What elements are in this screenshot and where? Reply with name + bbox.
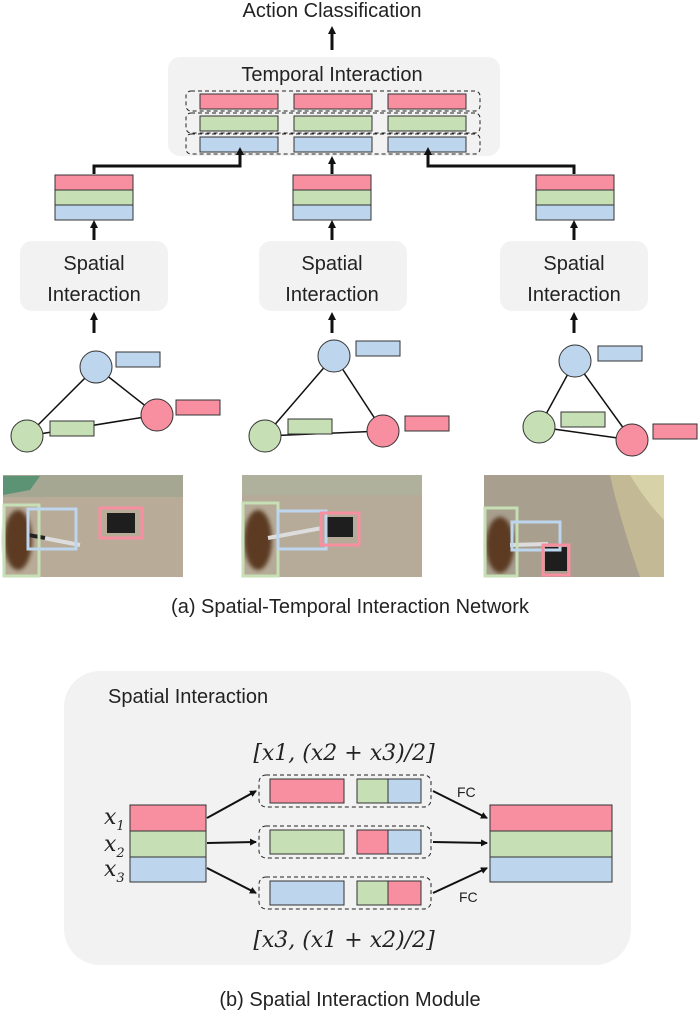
node-green — [248, 419, 282, 453]
feature-red — [387, 93, 467, 110]
svg-text:Interaction: Interaction — [527, 284, 620, 306]
feature-blue — [293, 136, 373, 153]
svg-text:Interaction: Interaction — [47, 284, 140, 306]
input-x2-base: x — [104, 832, 117, 857]
temporal-interaction-label: Temporal Interaction — [241, 64, 422, 86]
svg-text:Spatial: Spatial — [63, 253, 124, 275]
feature-green — [199, 115, 279, 132]
spatial-interaction-box-middle: Spatial Interaction — [259, 241, 407, 311]
node-green — [10, 419, 44, 453]
graph-left — [10, 350, 221, 453]
feature-green — [293, 115, 373, 132]
input-labels: x1 x2 x3 — [104, 805, 125, 886]
action-classification-label: Action Classification — [243, 0, 422, 22]
node-blue — [79, 350, 113, 384]
dashed-row-green — [185, 112, 481, 134]
arrow-to-row-1 — [206, 790, 257, 819]
node-feature-blue — [597, 345, 643, 362]
feature-blue — [199, 136, 279, 153]
node-feature-green — [560, 411, 606, 428]
node-feature-red — [175, 399, 221, 416]
svg-text:x2: x2 — [104, 832, 125, 861]
output-feature-stack — [489, 804, 613, 883]
node-feature-blue — [115, 351, 161, 368]
fc-label-top: FC — [457, 784, 476, 800]
formula-bottom: [x3, (x1 + x2)/2] — [253, 928, 435, 953]
feature-blue — [387, 136, 467, 153]
input-x3-sub: 3 — [116, 871, 124, 886]
node-feature-green — [287, 418, 333, 435]
spatial-interaction-box-left: Spatial Interaction — [20, 241, 168, 311]
feature-red — [293, 93, 373, 110]
node-red — [366, 414, 400, 448]
caption-b: (b) Spatial Interaction Module — [219, 989, 480, 1011]
feature-stack-right — [535, 174, 615, 221]
feature-stack-middle — [292, 174, 372, 221]
feature-green — [387, 115, 467, 132]
connector-right — [424, 147, 576, 174]
graph-right — [522, 344, 698, 457]
fc-arrow-3 — [432, 867, 488, 894]
input-feature-stack — [129, 804, 207, 883]
node-red — [615, 423, 649, 457]
video-frame-left — [2, 475, 183, 578]
fc-arrow-2 — [432, 839, 488, 847]
node-feature-red — [404, 415, 450, 432]
concat-row-2 — [258, 825, 432, 859]
caption-a: (a) Spatial-Temporal Interaction Network — [171, 596, 530, 618]
arrow-to-row-2 — [206, 838, 257, 846]
temporal-feature-rows — [185, 90, 481, 155]
svg-text:x3: x3 — [104, 857, 125, 886]
formula-top: [x1, (x2 + x3)/2] — [253, 741, 435, 766]
video-frame-right — [483, 475, 664, 578]
node-green — [522, 410, 556, 444]
panel-title: Spatial Interaction — [108, 686, 268, 708]
input-x1-sub: 1 — [116, 819, 124, 834]
video-frame-middle — [241, 475, 422, 578]
svg-text:Spatial: Spatial — [301, 253, 362, 275]
fc-arrow-1 — [432, 790, 488, 819]
node-blue — [558, 344, 592, 378]
node-feature-red — [652, 423, 698, 440]
feature-red — [199, 93, 279, 110]
spatial-interaction-box-right: Spatial Interaction — [500, 241, 648, 311]
input-x3-base: x — [104, 857, 117, 882]
node-feature-green — [49, 420, 95, 437]
feature-stack-left — [54, 174, 134, 221]
graph-middle — [248, 339, 450, 453]
svg-text:x1: x1 — [104, 805, 125, 834]
fc-label-bottom: FC — [459, 889, 478, 905]
input-x1-base: x — [104, 805, 117, 830]
node-feature-blue — [355, 340, 401, 357]
concat-row-3 — [258, 876, 432, 910]
connector-left — [92, 147, 244, 174]
concat-row-1 — [258, 774, 432, 808]
svg-text:Spatial: Spatial — [543, 253, 604, 275]
node-red — [140, 398, 174, 432]
dashed-row-blue — [185, 133, 481, 155]
svg-text:Interaction: Interaction — [285, 284, 378, 306]
input-x2-sub: 2 — [115, 846, 124, 861]
node-blue — [317, 339, 351, 373]
spatial-interaction-panel — [64, 671, 631, 965]
dashed-row-red — [185, 90, 481, 112]
arrow-to-row-3 — [206, 867, 257, 894]
